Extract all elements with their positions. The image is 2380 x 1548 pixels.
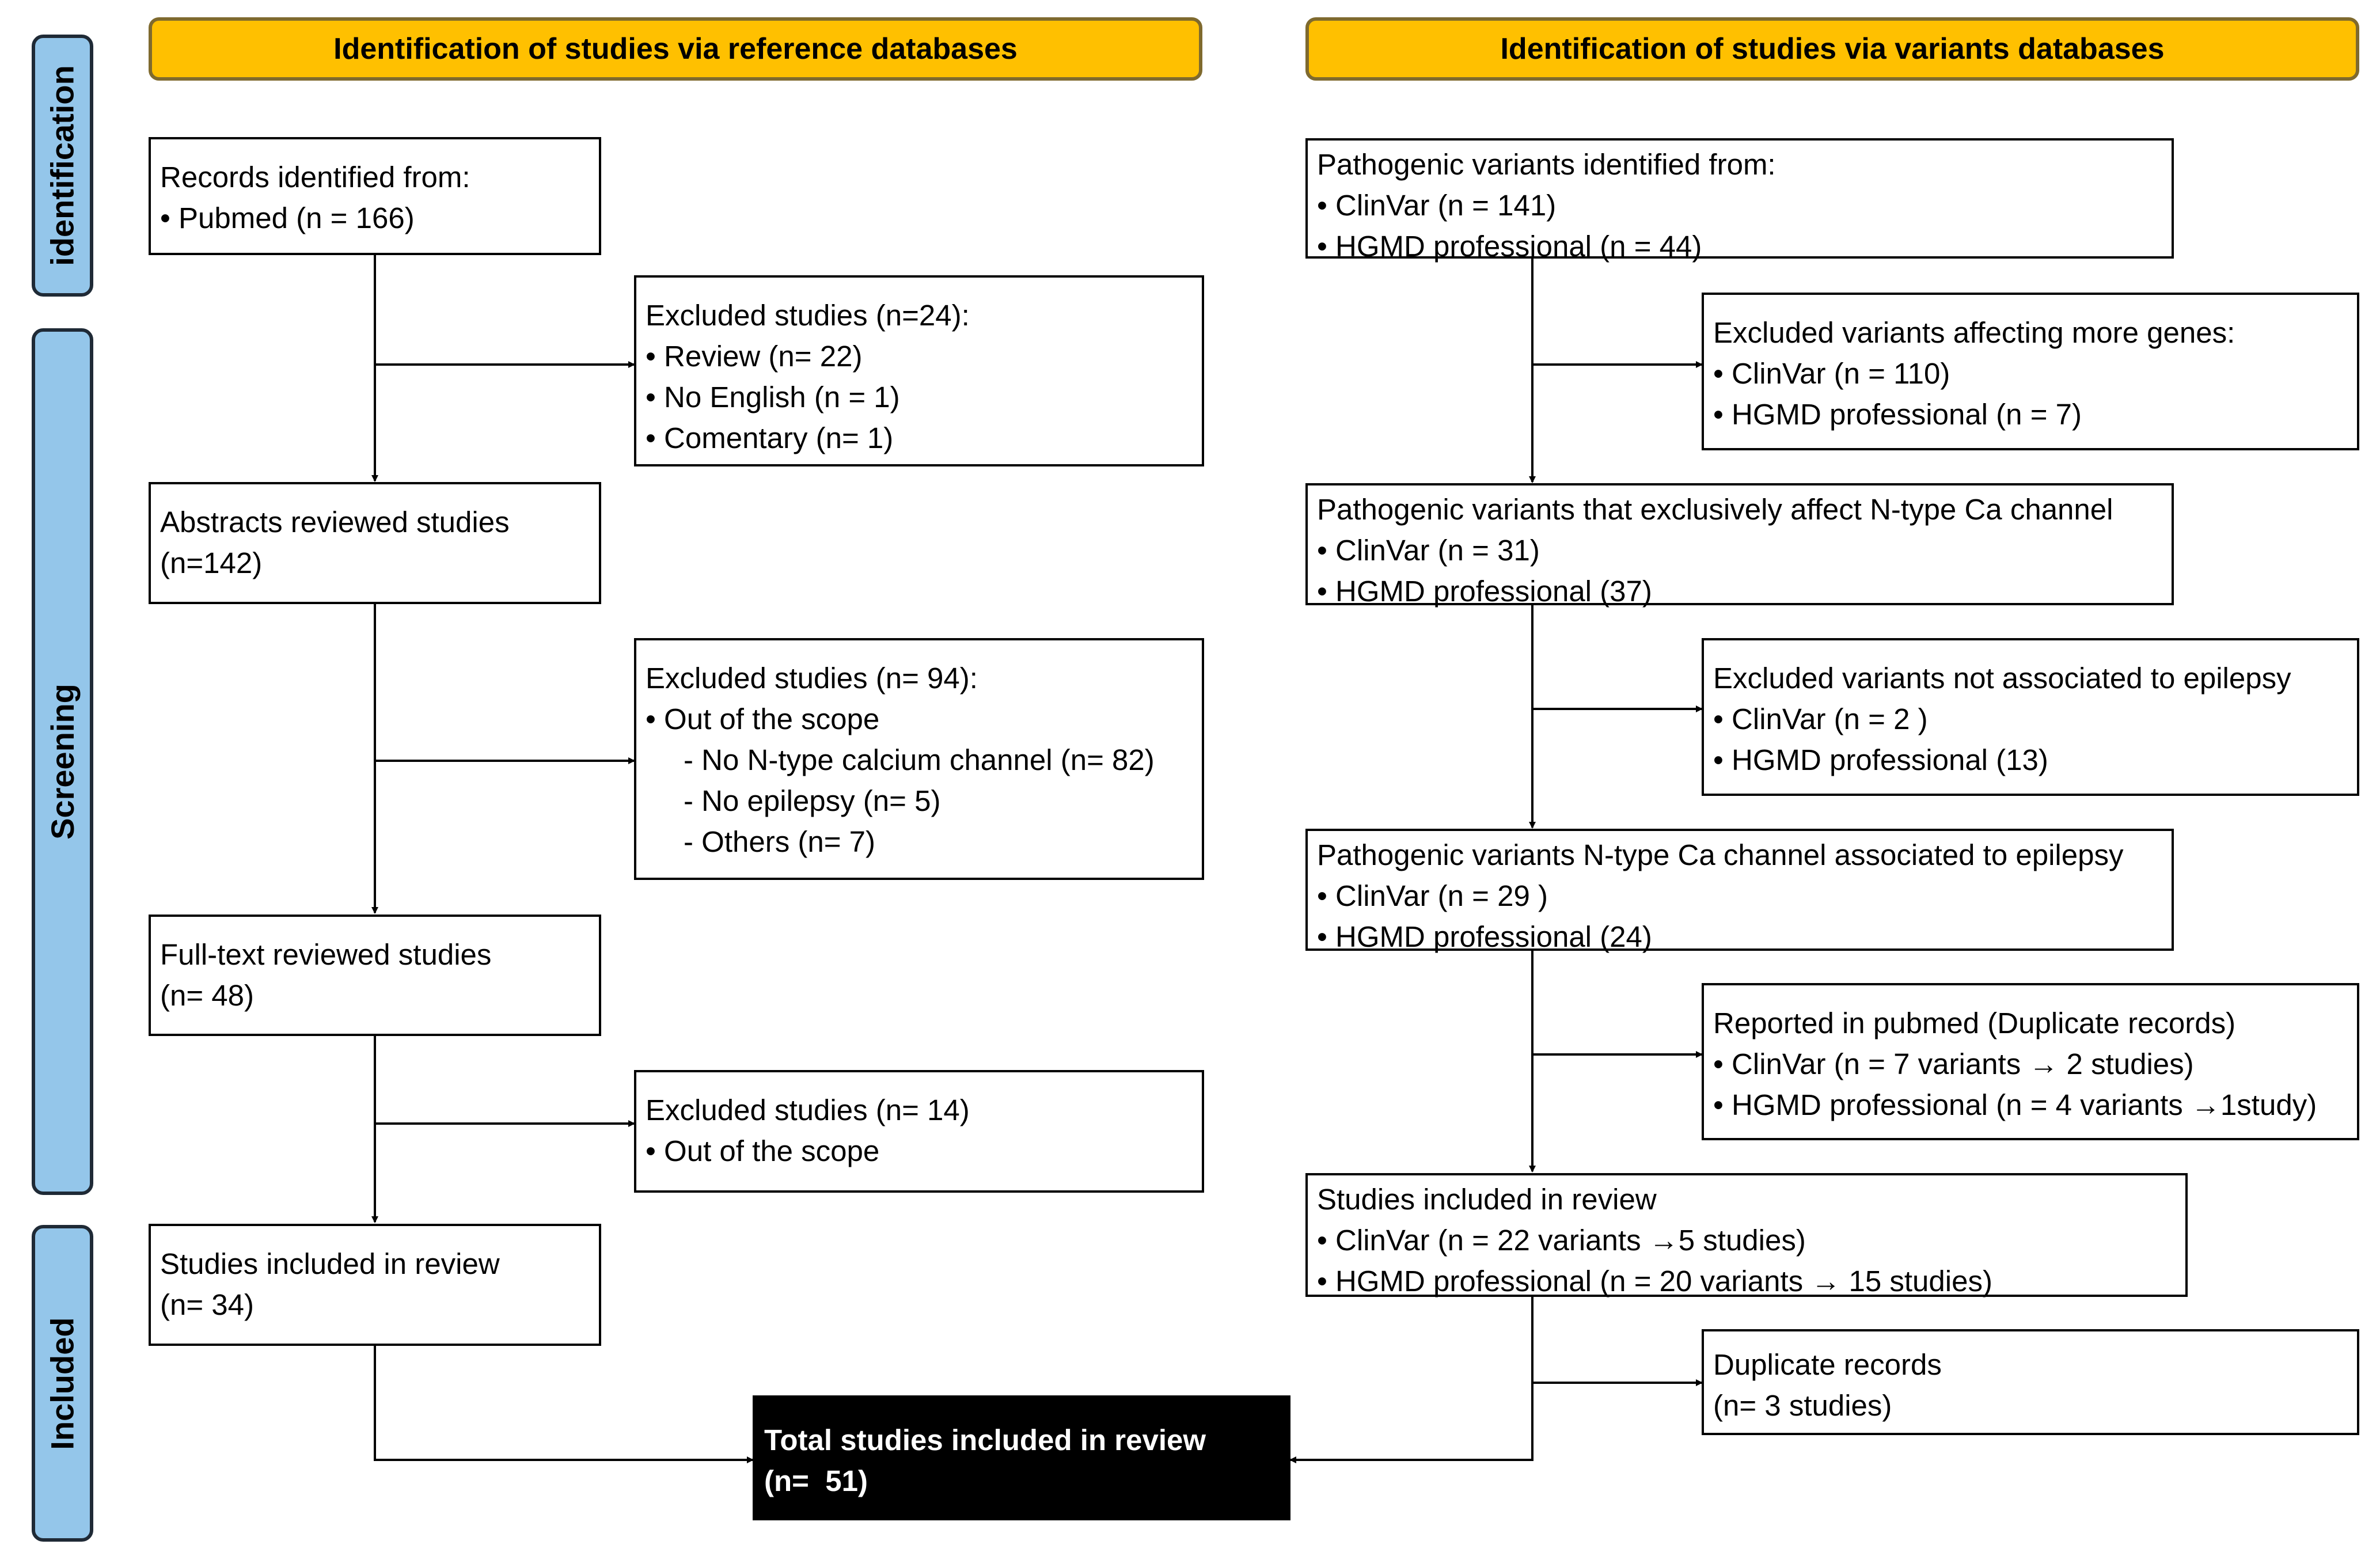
reported-pubmed-title: Reported in pubmed (Duplicate records)	[1713, 1007, 2236, 1039]
arrow-left-to-total	[374, 1346, 754, 1463]
associated-epilepsy-box: Pathogenic variants N-type Ca channel as…	[1305, 829, 2174, 953]
exclusive-ntype-item: HGMD professional (37)	[1317, 571, 2172, 612]
variants-identified-item: HGMD professional (n = 44)	[1317, 226, 2172, 267]
excluded-studies-14-title: Excluded studies (n= 14)	[646, 1094, 970, 1126]
variants-identified-item: ClinVar (n = 141)	[1317, 185, 2172, 226]
total-studies-line: (n= 51)	[764, 1464, 868, 1497]
excluded-not-epilepsy-box: Excluded variants not associated to epil…	[1702, 638, 2359, 796]
header-reference-databases: Identification of studies via reference …	[149, 17, 1202, 81]
excluded-studies-24-title: Excluded studies (n=24):	[646, 299, 970, 332]
excluded-not-epilepsy-item: HGMD professional (13)	[1713, 739, 2357, 780]
fulltext-reviewed-box: Full-text reviewed studies (n= 48)	[149, 915, 601, 1036]
excluded-studies-94-title: Excluded studies (n= 94):	[646, 662, 978, 695]
duplicate-records-line: (n= 3 studies)	[1713, 1389, 1892, 1422]
variants-identified-title: Pathogenic variants identified from:	[1317, 148, 1776, 181]
exclusive-ntype-box: Pathogenic variants that exclusively aff…	[1305, 483, 2174, 608]
side-tab-identification: identification	[32, 35, 93, 297]
side-tab-included: Included	[32, 1225, 93, 1542]
records-identified-title: Records identified from:	[160, 161, 470, 193]
excluded-studies-24-item: Review (n= 22)	[646, 336, 1202, 377]
excluded-variants-genes-item: HGMD professional (n = 7)	[1713, 394, 2357, 435]
associated-epilepsy-item: ClinVar (n = 29 )	[1317, 875, 2172, 916]
header-reference-databases-label: Identification of studies via reference …	[333, 32, 1018, 66]
reported-pubmed-item: HGMD professional (n = 4 variants →1stud…	[1713, 1084, 2357, 1125]
excluded-studies-94-box: Excluded studies (n= 94): Out of the sco…	[634, 638, 1204, 880]
excluded-studies-14-item: Out of the scope	[646, 1130, 1202, 1171]
total-studies-line: Total studies included in review	[764, 1424, 1206, 1456]
excluded-variants-genes-title: Excluded variants affecting more genes:	[1713, 316, 2235, 349]
right-studies-included-title: Studies included in review	[1317, 1183, 1657, 1216]
left-studies-included-box: Studies included in review (n= 34)	[149, 1224, 601, 1346]
excluded-not-epilepsy-item: ClinVar (n = 2 )	[1713, 699, 2357, 739]
side-tab-screening-label: Screening	[44, 684, 81, 840]
abstracts-reviewed-line: Abstracts reviewed studies	[160, 506, 510, 538]
reported-pubmed-box: Reported in pubmed (Duplicate records) C…	[1702, 983, 2359, 1140]
left-studies-included-line: (n= 34)	[160, 1288, 255, 1321]
header-variants-databases-label: Identification of studies via variants d…	[1500, 32, 2165, 66]
excluded-studies-24-item: Comentary (n= 1)	[646, 418, 1202, 458]
records-identified-box: Records identified from: Pubmed (n = 166…	[149, 137, 601, 255]
excluded-studies-94-subitem: No N-type calcium channel (n= 82)	[646, 739, 1202, 780]
right-studies-included-item: HGMD professional (n = 20 variants → 15 …	[1317, 1261, 2185, 1302]
excluded-studies-14-box: Excluded studies (n= 14) Out of the scop…	[634, 1070, 1204, 1193]
associated-epilepsy-item: HGMD professional (24)	[1317, 916, 2172, 957]
total-studies-box: Total studies included in review (n= 51)	[753, 1395, 1290, 1520]
excluded-studies-94-subitem: No epilepsy (n= 5)	[646, 780, 1202, 821]
duplicate-records-line: Duplicate records	[1713, 1348, 1942, 1381]
header-variants-databases: Identification of studies via variants d…	[1305, 17, 2359, 81]
excluded-studies-94-subitem: Others (n= 7)	[646, 821, 1202, 862]
abstracts-reviewed-line: (n=142)	[160, 547, 263, 579]
exclusive-ntype-title: Pathogenic variants that exclusively aff…	[1317, 493, 2113, 526]
duplicate-records-box: Duplicate records (n= 3 studies)	[1702, 1329, 2359, 1435]
excluded-studies-24-item: No English (n = 1)	[646, 377, 1202, 418]
side-tab-identification-label: identification	[44, 65, 81, 266]
fulltext-reviewed-line: Full-text reviewed studies	[160, 938, 492, 971]
associated-epilepsy-title: Pathogenic variants N-type Ca channel as…	[1317, 838, 2124, 871]
left-studies-included-line: Studies included in review	[160, 1247, 500, 1280]
excluded-not-epilepsy-title: Excluded variants not associated to epil…	[1713, 662, 2291, 695]
variants-identified-box: Pathogenic variants identified from: Cli…	[1305, 138, 2174, 263]
right-studies-included-item: ClinVar (n = 22 variants →5 studies)	[1317, 1220, 2185, 1261]
records-identified-item: Pubmed (n = 166)	[160, 198, 599, 238]
side-tab-included-label: Included	[44, 1316, 81, 1450]
fulltext-reviewed-line: (n= 48)	[160, 979, 255, 1012]
excluded-studies-24-box: Excluded studies (n=24): Review (n= 22) …	[634, 275, 1204, 466]
excluded-studies-94-item: Out of the scope	[646, 699, 1202, 739]
reported-pubmed-item: ClinVar (n = 7 variants → 2 studies)	[1713, 1044, 2357, 1084]
arrow-right-to-total	[1289, 1297, 1533, 1463]
right-studies-included-box: Studies included in review ClinVar (n = …	[1305, 1173, 2188, 1297]
abstracts-reviewed-box: Abstracts reviewed studies (n=142)	[149, 482, 601, 604]
side-tab-screening: Screening	[32, 328, 93, 1195]
excluded-variants-genes-item: ClinVar (n = 110)	[1713, 353, 2357, 394]
excluded-variants-genes-box: Excluded variants affecting more genes: …	[1702, 293, 2359, 450]
exclusive-ntype-item: ClinVar (n = 31)	[1317, 530, 2172, 571]
